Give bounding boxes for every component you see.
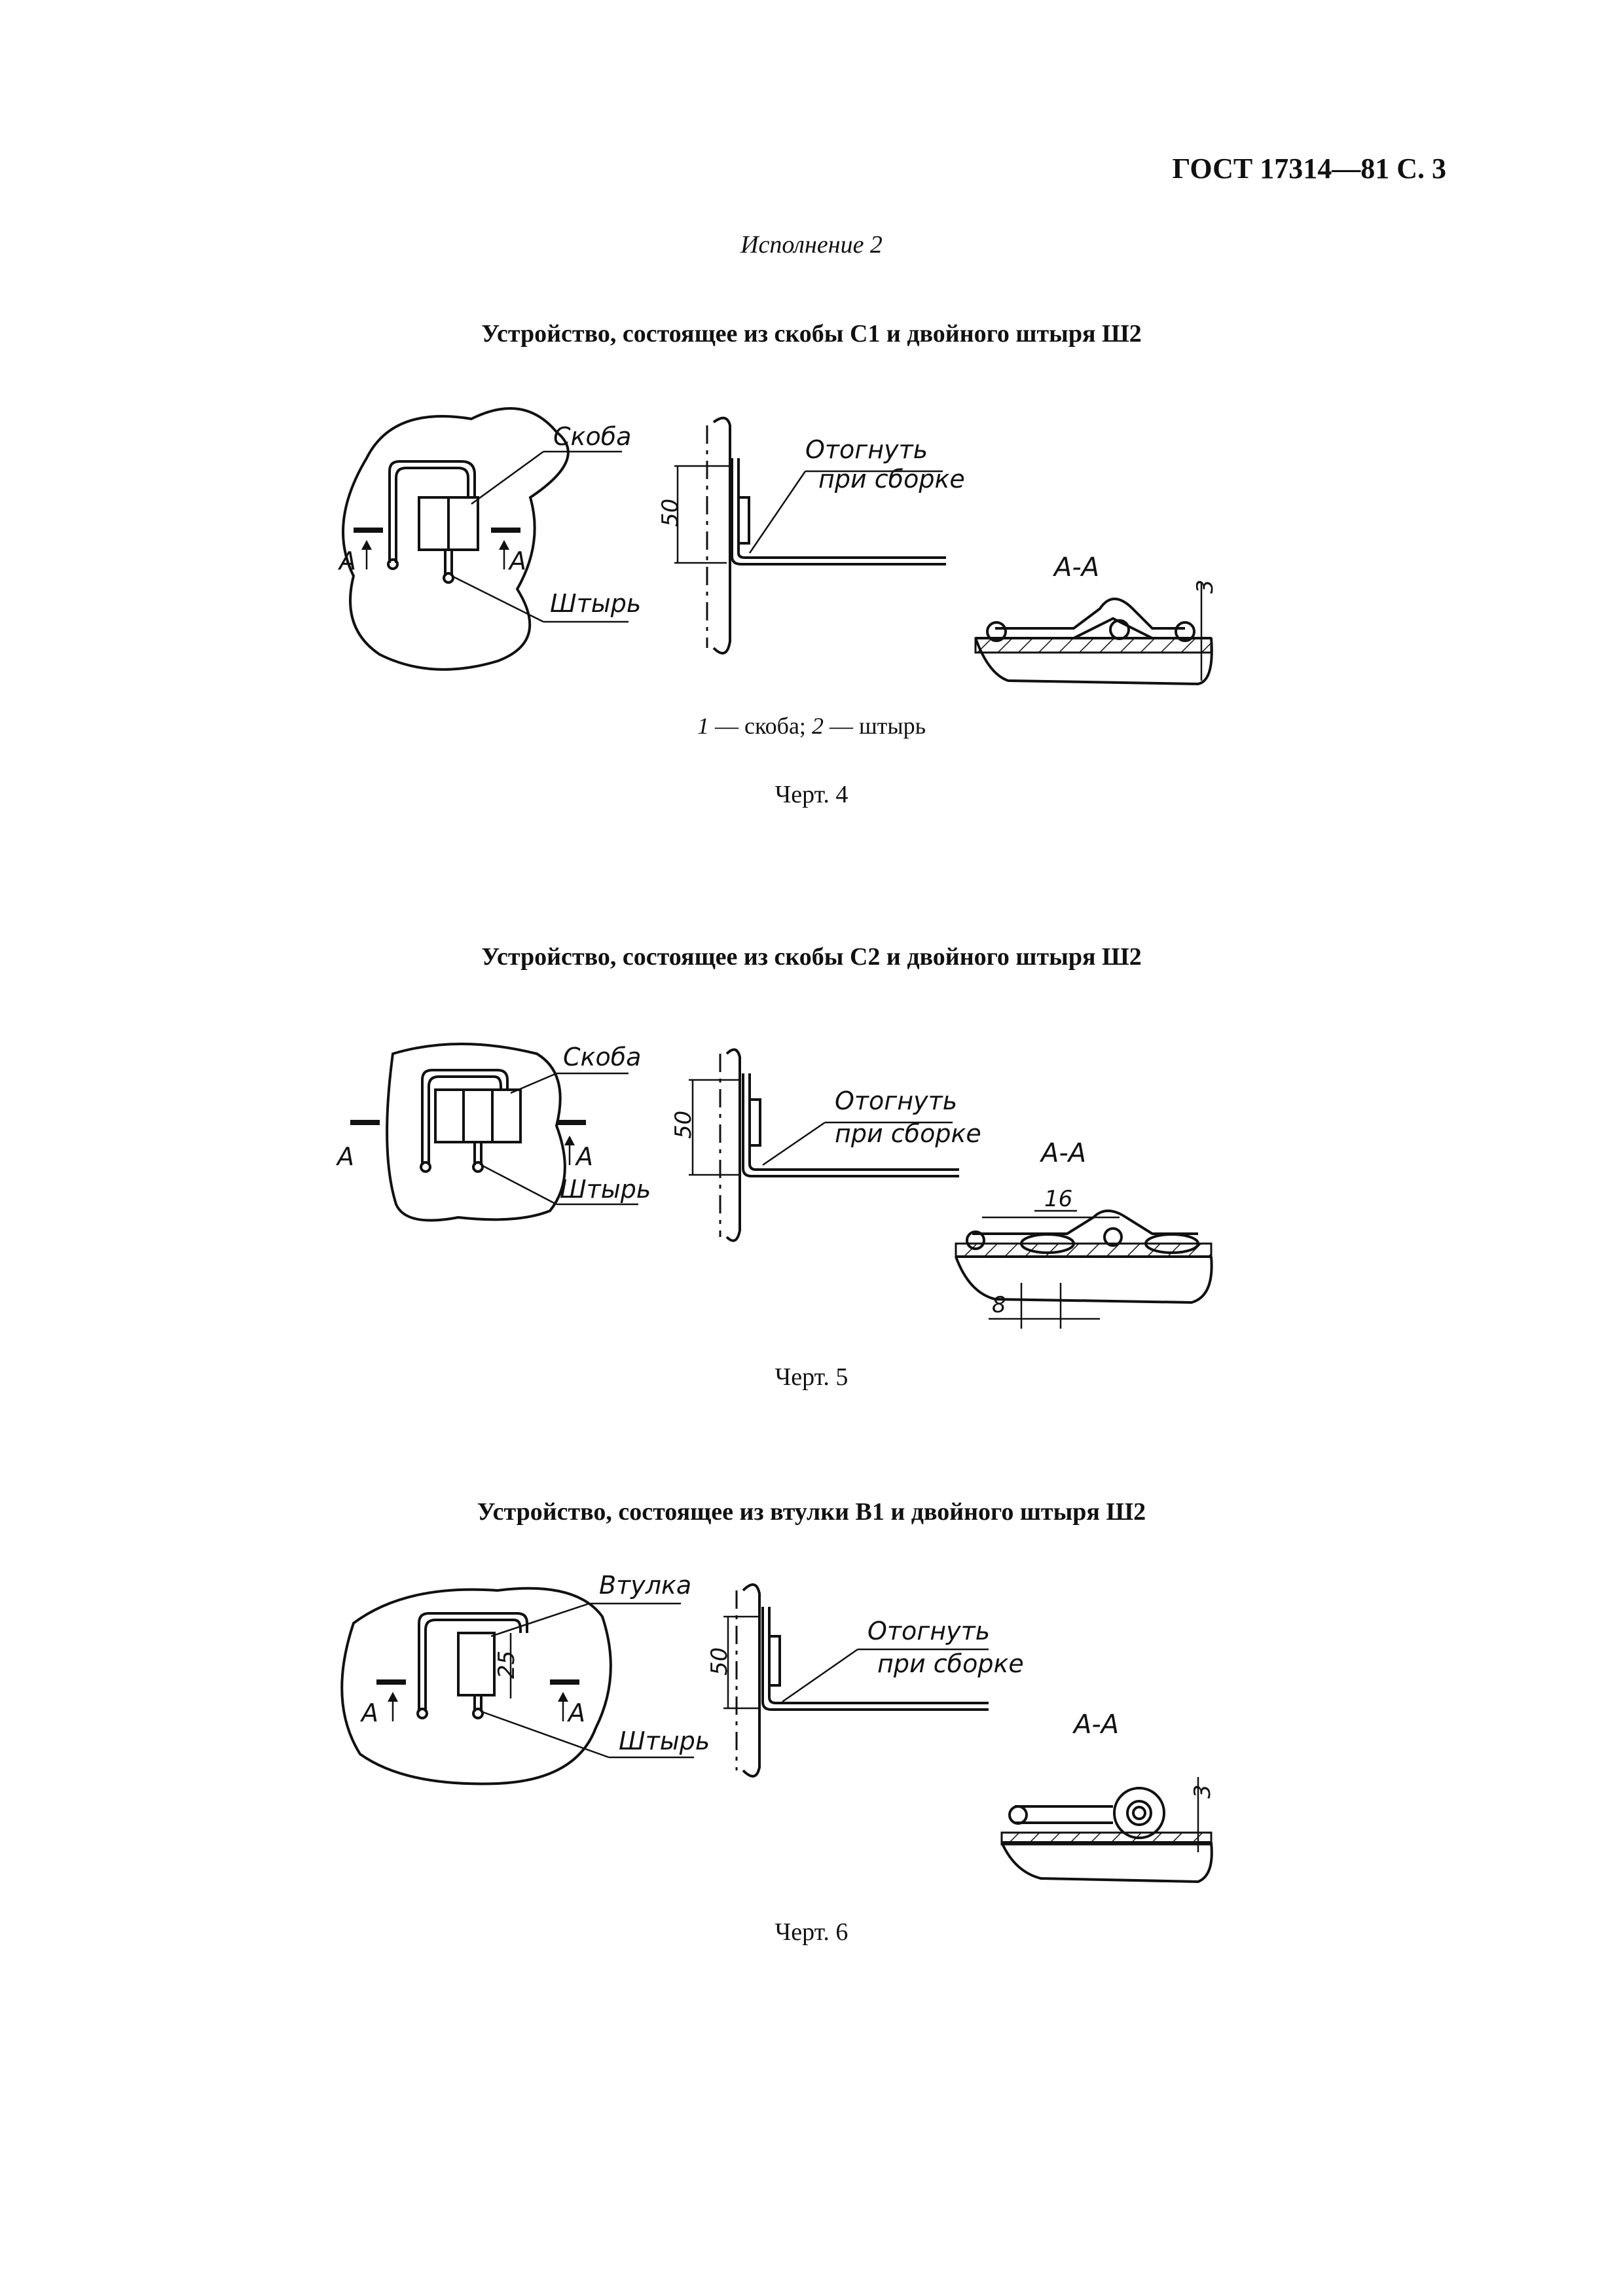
fig6-section-body	[1000, 1841, 1213, 1884]
fig4-label-pin: Штырь	[550, 589, 641, 618]
figure-5-drawing: А А Скоба Штырь 50 Отогнуть при сборке А…	[335, 1043, 1213, 1329]
fig6-sleeve	[457, 1632, 496, 1696]
fig4-pin	[388, 460, 476, 563]
figure-5-heading: Устройство, состоящее из скобы С2 и двой…	[481, 943, 1142, 971]
fig4-section-mark-right: А	[507, 547, 526, 575]
figure-6-heading: Устройство, состоящее из втулки В1 и дво…	[477, 1498, 1146, 1526]
fig5-bend-line2: при сборке	[835, 1119, 981, 1148]
fig6-section-mark-left: А	[359, 1698, 378, 1727]
figure-4-heading: Устройство, состоящее из скобы С1 и двой…	[481, 320, 1142, 348]
fig5-dim-b: 8	[992, 1292, 1006, 1318]
fig4-section-title: А-А	[1052, 552, 1099, 583]
figure-4-caption: Черт. 4	[775, 781, 848, 808]
fig6-surface-outline	[340, 1587, 612, 1785]
fig6-bend-line2: при сборке	[877, 1649, 1024, 1678]
fig4-section-mark-left: А	[337, 547, 356, 575]
fig5-pin	[421, 1069, 509, 1165]
fig6-section-title: А-А	[1072, 1710, 1119, 1740]
legend-text-1: — скоба;	[709, 713, 812, 739]
fig6-label-pin: Штырь	[619, 1727, 710, 1755]
figure-4-drawing: А А Скоба Штырь 50 Отогнуть при сборке А…	[337, 407, 1218, 686]
page-header: ГОСТ 17314—81 С. 3	[1172, 152, 1446, 185]
fig5-section-mark-left: А	[335, 1142, 354, 1171]
fig5-section-title: А-А	[1039, 1138, 1086, 1168]
fig6-side-surface	[742, 1583, 761, 1778]
fig6-bend-line1: Отогнуть	[867, 1617, 990, 1645]
fig5-surface-outline	[386, 1043, 566, 1222]
fig5-dim-height: 50	[670, 1111, 697, 1139]
figure-6-drawing: 25 А А Втулка Штырь 50 Отогнуть при сбор…	[340, 1571, 1216, 1884]
legend-number-1: 1	[697, 713, 709, 739]
figure-4-legend: 1 — скоба; 2 — штырь	[0, 712, 1623, 740]
figure-6-caption: Черт. 6	[775, 1918, 848, 1946]
fig5-dim-a: 16	[1044, 1186, 1072, 1212]
fig5-label-bracket: Скоба	[563, 1043, 641, 1071]
figure-5-caption: Черт. 5	[775, 1363, 848, 1391]
fig6-label-sleeve: Втулка	[599, 1571, 691, 1600]
fig4-dim-height: 50	[657, 499, 684, 527]
fig4-label-bracket: Скоба	[553, 422, 631, 451]
fig5-bend-line1: Отогнуть	[835, 1086, 957, 1115]
fig4-bend-line2: при сборке	[818, 465, 965, 493]
variant-title: Исполнение 2	[740, 231, 883, 259]
fig4-dim-small: 3	[1192, 579, 1218, 594]
fig6-dim-height: 50	[706, 1647, 733, 1676]
fig4-bend-line1: Отогнуть	[805, 435, 928, 464]
fig6-section-mark-right: А	[566, 1698, 585, 1727]
fig5-section-mark-right: А	[574, 1142, 593, 1171]
legend-number-2: 2	[811, 713, 824, 739]
legend-text-2: — штырь	[823, 713, 926, 739]
fig4-surface-outline	[342, 407, 570, 671]
fig5-label-pin: Штырь	[560, 1175, 651, 1204]
fig6-dim-small: 3	[1190, 1784, 1216, 1799]
fig5-side-surface	[725, 1048, 741, 1242]
fig5-bracket	[434, 1088, 522, 1143]
fig6-pin	[418, 1612, 528, 1712]
fig4-side-surface	[712, 416, 731, 655]
fig6-dim-sleeve: 25	[494, 1651, 520, 1679]
